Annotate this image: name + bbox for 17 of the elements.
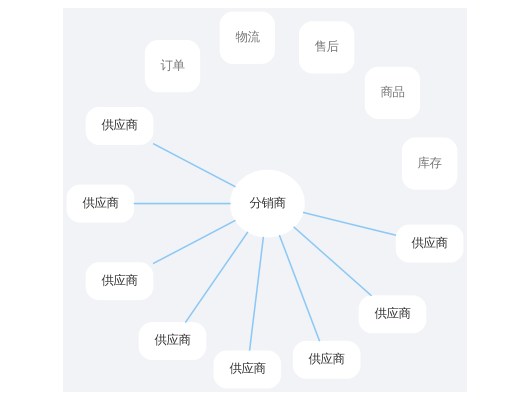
node-box: 供应商 [86, 262, 154, 300]
connector [152, 220, 236, 264]
node-box: 供应商 [138, 322, 206, 360]
connector [152, 142, 236, 188]
node-box: 供应商 [214, 350, 282, 388]
node-box: 供应商 [358, 295, 426, 334]
connector [278, 234, 320, 342]
node-box: 供应商 [86, 107, 154, 145]
connector [293, 226, 372, 296]
connector [184, 231, 249, 323]
connector [248, 236, 264, 351]
connector [134, 202, 231, 204]
node-box: 供应商 [292, 340, 360, 379]
connector [302, 212, 396, 236]
node-box: 供应商 [396, 224, 464, 263]
node-box: 供应商 [66, 184, 134, 223]
node-circle: 分销商 [230, 170, 305, 238]
